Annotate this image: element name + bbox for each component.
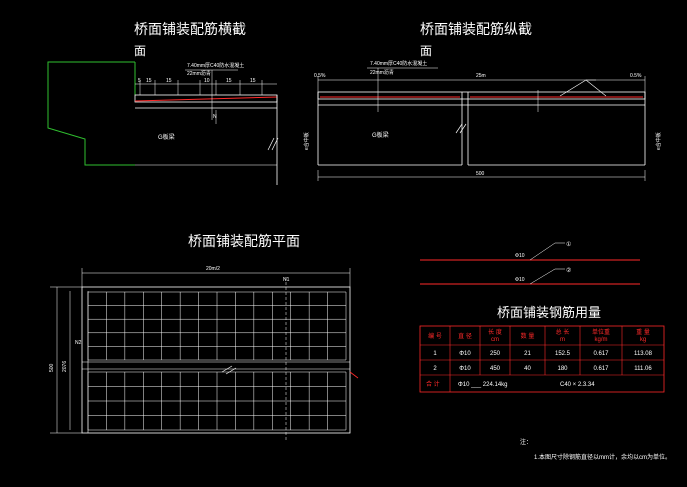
- longitudinal-top-span: 25m: [476, 73, 486, 79]
- table-cell: Φ10: [459, 366, 471, 372]
- table-cell: 40: [524, 366, 531, 372]
- longitudinal-drawing: [317, 67, 646, 181]
- longitudinal-layer-note-1: 7.40mm厚C40防水混凝土: [370, 60, 427, 67]
- cross-section-dim-6: 15: [250, 78, 256, 84]
- plan-top-span: 20m/2: [206, 266, 220, 272]
- plan-title: 桥面铺装配筋平面: [188, 233, 300, 250]
- table-cell: 21: [524, 351, 531, 357]
- cross-section-drawing: [47, 61, 279, 185]
- cross-section-title-cont: 面: [134, 44, 146, 58]
- cross-section-dim-3: 15: [166, 78, 172, 84]
- table-header-cell: 编 号: [428, 332, 442, 340]
- plan-left-dim-2: 2076: [62, 361, 68, 372]
- cross-section-layer-note-1: 7.40mm厚C40防水混凝土: [187, 62, 244, 69]
- rebar-detail-callout-1: ①: [566, 241, 571, 248]
- plan-left-dim: 500: [49, 363, 55, 372]
- cross-section-layer-note-2: 22mm沥青: [187, 70, 211, 77]
- table-cell: 2: [433, 366, 437, 372]
- table-cell: 0.617: [593, 366, 609, 372]
- plan-marker-n1: N1: [283, 277, 290, 283]
- longitudinal-title: 桥面铺装配筋纵截: [420, 21, 532, 38]
- table-title: 桥面铺装钢筋用量: [497, 305, 601, 321]
- rebar-quantity-table: [419, 325, 665, 393]
- plan-drawing: [50, 268, 359, 440]
- table-cell: 113.08: [634, 351, 653, 357]
- table-total-label: 合 计: [426, 380, 440, 388]
- longitudinal-right-dim: 0.5%: [630, 73, 642, 79]
- table-cell: 450: [490, 366, 501, 372]
- rebar-detail-callout-2: ②: [566, 267, 571, 274]
- cross-section-beam-label: G板梁: [158, 133, 175, 141]
- table-cell: 250: [490, 351, 501, 357]
- table-total-value: Φ10 ___ 224.14kg: [458, 382, 508, 388]
- longitudinal-title-cont: 面: [420, 44, 432, 58]
- notes-line-1: 1.本图尺寸除钢筋直径以mm计，余均以cm为单位。: [534, 453, 671, 461]
- table-header-cell: kg/m: [594, 337, 607, 343]
- table-cell: 0.617: [593, 351, 609, 357]
- cross-section-label-n: N: [213, 114, 217, 120]
- longitudinal-left-dim: 0.5%: [314, 73, 326, 79]
- table-cell: 111.06: [634, 366, 652, 372]
- cross-section-dim-2: 15: [146, 78, 152, 84]
- table-cell: Φ10: [459, 351, 471, 357]
- longitudinal-layer-note-2: 22mm沥青: [370, 69, 394, 76]
- rebar-detail-label-1: Φ10: [515, 253, 525, 259]
- rebar-detail: [420, 242, 640, 285]
- table-header-cell: 单位重: [592, 328, 610, 336]
- rebar-detail-label-2: Φ10: [515, 277, 525, 283]
- table-header-cell: 直 径: [458, 332, 472, 340]
- cross-section-title: 桥面铺装配筋横截: [134, 21, 246, 38]
- table-header-cell: kg: [640, 337, 646, 343]
- table-header-cell: 总 长: [556, 328, 570, 336]
- table-cell: 152.5: [555, 351, 571, 357]
- longitudinal-beam-label: G板梁: [372, 131, 389, 139]
- table-header-cell: 长 度: [488, 328, 502, 336]
- plan-marker-n2: N2: [75, 340, 82, 346]
- table-cell: 180: [557, 366, 568, 372]
- table-cell: 1: [433, 351, 437, 357]
- cross-section-dim-1: 5: [138, 78, 141, 84]
- table-total-extra: C40 × 2.3.34: [560, 382, 595, 388]
- table-header-cell: 数 量: [521, 332, 535, 340]
- longitudinal-side-label-right: e合中板: [655, 132, 662, 150]
- table-header-cell: cm: [491, 337, 499, 343]
- notes-label: 注：: [520, 438, 532, 446]
- longitudinal-bottom-span: 500: [476, 171, 485, 177]
- table-header-cell: 重 量: [636, 328, 650, 336]
- cross-section-dim-4: 10: [204, 78, 210, 84]
- cross-section-dim-5: 15: [226, 78, 232, 84]
- longitudinal-side-label-left: e合中板: [303, 132, 310, 150]
- plan-grid-upper: [87, 291, 347, 361]
- table-header-cell: m: [560, 337, 565, 343]
- plan-grid-lower: [87, 371, 347, 431]
